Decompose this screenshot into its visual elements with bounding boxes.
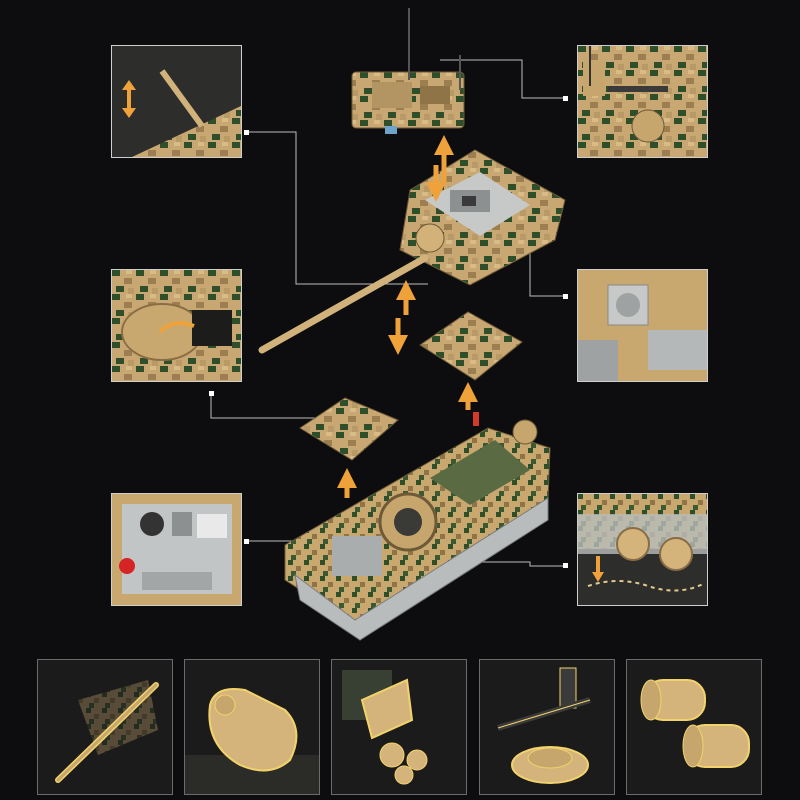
hull-module <box>284 412 551 641</box>
thumbnail-machine-gun-cupola <box>479 659 615 795</box>
callout-dots <box>209 96 568 568</box>
thumbnail-engine-part <box>331 659 467 795</box>
up-down-arrow-icon <box>122 80 136 118</box>
down-arrow-icon <box>592 556 604 582</box>
detail-panel-turret-interior-breech <box>577 269 708 382</box>
detail-panel-hull-side-wheels <box>577 493 708 606</box>
assembly-arrows <box>337 135 478 498</box>
turret-roof-module <box>351 8 465 134</box>
thumbnail-hatch-plate <box>184 659 320 795</box>
rotate-arrow-icon <box>158 321 195 334</box>
turret-module <box>399 149 566 286</box>
engine-deck-plate <box>419 311 523 381</box>
detail-panel-gun-elevation <box>111 45 242 158</box>
detail-panel-hatch-rotation <box>111 269 242 382</box>
gun-barrel <box>258 254 429 354</box>
callout-lines <box>210 59 566 567</box>
thumbnail-fuel-drums <box>626 659 762 795</box>
detail-panel-crew-compartment <box>111 493 242 606</box>
detail-panel-turret-roof-machine-gun <box>577 45 708 158</box>
hull-front-plate <box>299 397 399 461</box>
thumbnail-gun-barrel <box>37 659 173 795</box>
